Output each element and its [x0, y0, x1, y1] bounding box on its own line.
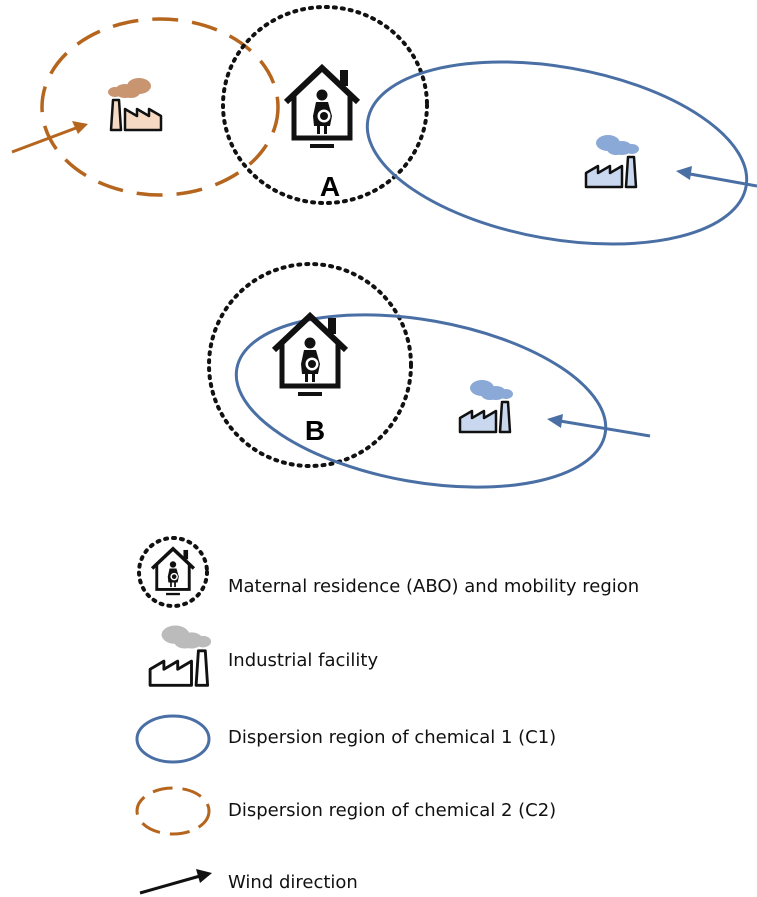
c2-factory-icon — [106, 76, 163, 132]
legend-arrow-icon — [139, 869, 212, 895]
wind-arrow-c1-a — [676, 166, 757, 188]
residence-b-label: B — [305, 415, 325, 446]
legend-factory-label: Industrial facility — [228, 650, 379, 671]
mobility-region-a — [221, 5, 429, 205]
c1-dispersion-region-a — [365, 60, 749, 246]
c2-dispersion-region-a — [40, 17, 280, 197]
legend-wind-label: Wind direction — [228, 872, 358, 893]
legend-c1-label: Dispersion region of chemical 1 (C1) — [228, 727, 557, 748]
c1-dispersion-region-b — [234, 313, 608, 489]
mobility-region-b — [207, 262, 413, 468]
c1-factory-icon-b — [458, 378, 515, 434]
wind-arrow-c2 — [11, 121, 88, 154]
legend-dashed-ellipse-icon — [135, 786, 211, 836]
wind-arrow-c1-b — [547, 414, 651, 438]
legend-solid-ellipse-icon — [135, 714, 211, 764]
legend-residence-icon — [137, 536, 209, 608]
legend-factory-icon — [148, 624, 213, 687]
residence-a-house-icon — [286, 68, 358, 146]
c1-factory-icon-a — [584, 133, 641, 189]
legend-residence-label: Maternal residence (ABO) and mobility re… — [228, 576, 640, 597]
legend-c2-label: Dispersion region of chemical 2 (C2) — [228, 800, 557, 821]
residence-a-label: A — [320, 171, 340, 202]
